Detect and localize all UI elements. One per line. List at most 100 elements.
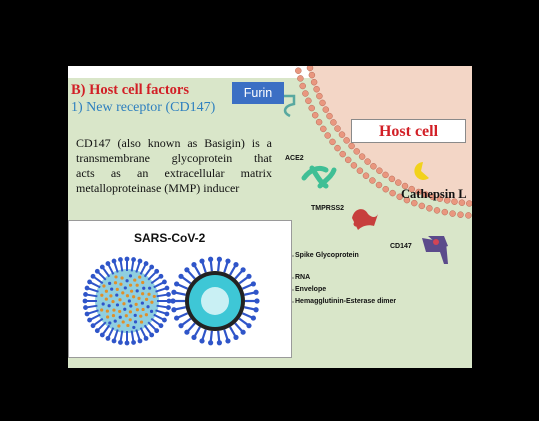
- membrane-bead: [315, 118, 323, 126]
- membrane-bead: [364, 158, 371, 165]
- spike-head: [199, 338, 205, 344]
- spike-head: [166, 292, 171, 297]
- spike-glycoprotein-label: Spike Glycoprotein: [295, 252, 359, 259]
- membrane-bead: [389, 189, 396, 197]
- membrane-bead: [466, 200, 472, 207]
- surface-protein: [132, 295, 136, 299]
- surface-protein: [112, 308, 116, 312]
- cd147-label: CD147: [390, 243, 412, 250]
- surface-protein: [110, 287, 114, 291]
- surface-protein: [135, 289, 139, 293]
- rna-label: RNA: [295, 274, 311, 281]
- spike-head: [90, 323, 96, 329]
- membrane-bead: [329, 138, 336, 146]
- surface-protein: [107, 304, 111, 308]
- spike-head: [82, 298, 88, 304]
- spike-head: [84, 285, 90, 291]
- spike-head: [225, 338, 231, 344]
- membrane-bead: [295, 67, 302, 74]
- spike-head: [149, 332, 155, 338]
- membrane-bead: [376, 167, 383, 174]
- membrane-bead: [382, 171, 389, 179]
- spike-head: [250, 315, 256, 321]
- surface-protein: [123, 307, 127, 311]
- membrane-bead: [319, 99, 326, 107]
- surface-protein: [108, 321, 112, 325]
- surface-protein: [128, 283, 133, 287]
- spike-head: [83, 305, 88, 310]
- membrane-bead: [436, 195, 444, 202]
- description-line: transmembrane glycoprotein that: [76, 151, 272, 165]
- spike-head: [164, 285, 170, 291]
- membrane-bead: [388, 175, 396, 183]
- surface-protein: [148, 286, 152, 290]
- spike-head: [233, 334, 239, 340]
- furin-label: Furin: [232, 82, 284, 104]
- membrane-bead: [418, 202, 426, 210]
- surface-protein: [127, 299, 131, 303]
- membrane-bead: [415, 188, 422, 196]
- membrane-bead: [429, 193, 436, 201]
- surface-protein: [105, 309, 109, 313]
- cathepsin-label: Cathepsin L: [401, 187, 467, 201]
- surface-protein: [115, 287, 119, 291]
- spike-head: [143, 261, 149, 266]
- surface-protein: [134, 302, 138, 306]
- membrane-bead: [316, 92, 323, 100]
- membrane-bead: [370, 163, 377, 170]
- membrane-bead: [330, 119, 337, 126]
- ace2-label: ACE2: [285, 155, 304, 162]
- section-subtitle: 1) New receptor (CD147): [71, 100, 216, 115]
- surface-protein: [133, 320, 138, 324]
- membrane-bead: [343, 137, 350, 144]
- surface-protein: [102, 284, 106, 288]
- virus-cross-section: [170, 256, 260, 346]
- spike-head: [225, 258, 231, 264]
- membrane-bead: [375, 181, 383, 189]
- membrane-bead: [433, 207, 441, 214]
- membrane-bead: [408, 185, 415, 193]
- envelope-label: Envelope: [295, 286, 327, 293]
- spike-head: [178, 273, 184, 279]
- spike-head: [171, 307, 177, 313]
- surface-protein: [121, 291, 125, 295]
- spike-head: [111, 338, 117, 344]
- surface-protein: [119, 282, 123, 286]
- membrane-bead: [308, 71, 316, 79]
- membrane-bead: [334, 125, 341, 132]
- membrane-bead: [344, 156, 352, 164]
- spike-head: [118, 257, 123, 262]
- membrane-bead: [297, 75, 304, 82]
- surface-protein: [138, 275, 142, 279]
- spike-head: [216, 256, 222, 262]
- surface-protein: [101, 302, 105, 306]
- membrane-bead: [411, 199, 418, 207]
- spike-head: [131, 257, 136, 262]
- hemagglutinin-esterase-label: Hemagglutinin-Esterase dimer: [295, 298, 397, 305]
- membrane-bead: [320, 125, 327, 133]
- spike-head: [105, 261, 111, 266]
- surface-protein: [128, 318, 132, 322]
- cathepsin-l-enzyme: [414, 162, 429, 180]
- spike-head: [250, 281, 256, 287]
- membrane-bead: [369, 177, 376, 184]
- surface-protein: [141, 307, 145, 312]
- surface-protein: [124, 314, 128, 318]
- membrane-bead: [403, 196, 411, 204]
- membrane-bead: [299, 82, 306, 90]
- surface-protein: [115, 293, 119, 297]
- spike-head: [253, 307, 259, 313]
- surface-protein: [111, 299, 115, 304]
- spike-head: [184, 329, 190, 335]
- spike-head: [111, 258, 117, 264]
- membrane-bead: [350, 162, 358, 169]
- membrane-bead: [308, 104, 315, 112]
- section-title: B) Host cell factors: [71, 82, 189, 98]
- surface-protein: [132, 325, 136, 330]
- spike-head: [208, 340, 214, 346]
- spike-head: [90, 273, 96, 279]
- spike-head: [174, 315, 180, 321]
- spike-head: [158, 323, 164, 329]
- surface-protein: [149, 309, 154, 314]
- virus-title: SARS-CoV-2: [134, 231, 206, 245]
